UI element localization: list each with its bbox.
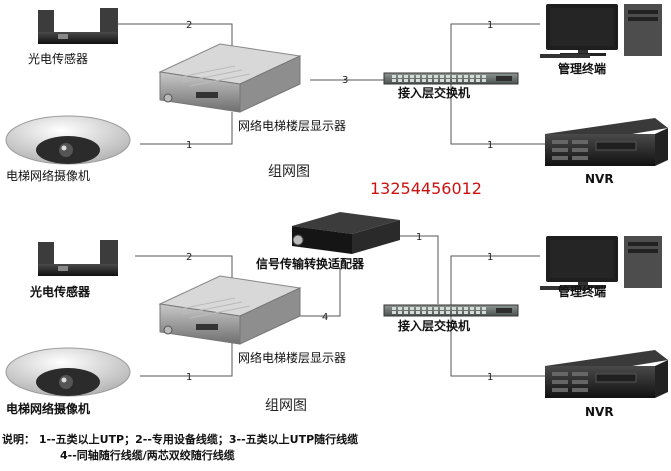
num-sensor-display-2: 2 bbox=[186, 252, 192, 263]
num-sensor-display: 2 bbox=[186, 20, 192, 31]
link-sensor-display-2 bbox=[135, 255, 233, 280]
nvr-icon-2 bbox=[545, 350, 668, 398]
num-camera-display: 1 bbox=[186, 140, 192, 151]
management-terminal-icon bbox=[540, 4, 662, 58]
camera-label: 电梯网络摄像机 bbox=[6, 168, 90, 183]
sensor-label-2: 光电传感器 bbox=[29, 284, 91, 299]
sensor-label: 光电传感器 bbox=[28, 51, 88, 66]
nvr-icon bbox=[545, 118, 668, 166]
floor-display-device-icon bbox=[158, 43, 302, 113]
link-sensor-display bbox=[118, 23, 233, 46]
bottom-network: 2 1 4 1 1 1 光电传感器 电梯网络摄像机 信号传输转换适配器 bbox=[5, 212, 668, 419]
nvr-label: NVR bbox=[585, 172, 614, 186]
num-camera-display-2: 1 bbox=[186, 372, 192, 383]
num-display-switch: 3 bbox=[342, 75, 348, 86]
legend-line-2: 4--同轴随行线缆/两芯双绞随行线缆 bbox=[60, 448, 235, 462]
diagram-caption-2: 组网图 bbox=[265, 398, 307, 414]
display-label-2: 网络电梯楼层显示器 bbox=[238, 350, 346, 365]
num-display-switch-2: 4 bbox=[322, 312, 328, 323]
num-switch-nvr-2: 1 bbox=[487, 372, 493, 383]
num-switch-terminal: 1 bbox=[487, 20, 493, 31]
link-switch-terminal bbox=[450, 23, 540, 80]
camera-label-2: 电梯网络摄像机 bbox=[6, 401, 90, 416]
link-switch-nvr bbox=[450, 80, 545, 145]
dome-camera-icon-2 bbox=[5, 347, 131, 397]
dome-camera-icon bbox=[5, 115, 131, 165]
link-switch-terminal-2 bbox=[450, 255, 540, 312]
terminal-label: 管理终端 bbox=[558, 61, 606, 76]
access-switch-icon-2 bbox=[383, 304, 519, 317]
switch-label: 接入层交换机 bbox=[398, 85, 470, 100]
adapter-label: 信号传输转换适配器 bbox=[256, 256, 365, 271]
management-terminal-icon-2 bbox=[540, 236, 662, 290]
num-adapter-switch: 1 bbox=[416, 232, 422, 243]
display-label: 网络电梯楼层显示器 bbox=[238, 118, 346, 133]
photoelectric-sensor-icon-2 bbox=[38, 240, 118, 276]
photoelectric-sensor-icon bbox=[38, 8, 118, 44]
link-camera-display bbox=[140, 112, 233, 145]
top-network: 2 1 3 1 1 光电传感器 电梯网络摄像机 bbox=[5, 4, 668, 186]
link-adapter-switch bbox=[400, 235, 439, 304]
nvr-label-2: NVR bbox=[585, 405, 614, 419]
link-switch-nvr-2 bbox=[450, 312, 545, 377]
link-camera-display-2 bbox=[140, 340, 233, 377]
diagram-caption: 组网图 bbox=[268, 164, 310, 180]
switch-label-2: 接入层交换机 bbox=[398, 318, 470, 333]
terminal-label-2: 管理终端 bbox=[558, 284, 606, 299]
num-switch-terminal-2: 1 bbox=[487, 252, 493, 263]
legend-line-1: 说明： 1--五类以上UTP；2--专用设备线缆；3--五类以上UTP随行线缆 bbox=[2, 432, 358, 446]
access-switch-icon bbox=[383, 72, 519, 85]
link-display-switch-2 bbox=[300, 268, 341, 317]
phone-number: 13254456012 bbox=[370, 179, 482, 198]
signal-adapter-icon bbox=[292, 212, 400, 254]
floor-display-device-icon-2 bbox=[158, 275, 302, 345]
num-switch-nvr: 1 bbox=[487, 140, 493, 151]
